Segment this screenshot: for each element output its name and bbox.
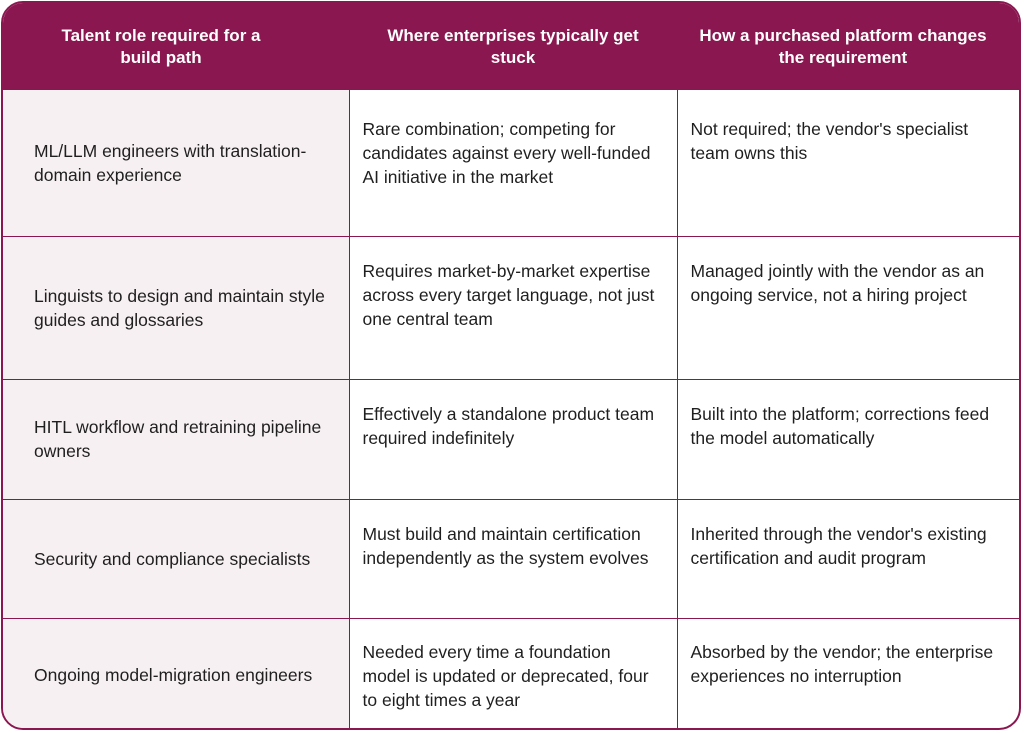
role-text: Linguists to design and maintain style g…	[34, 285, 325, 330]
role-cell: Linguists to design and maintain style g…	[3, 235, 350, 380]
stuck-text: Rare combination; competing for candidat…	[362, 119, 651, 187]
platform-cell: Inherited through the vendor's existing …	[676, 498, 1019, 619]
table-row: Ongoing model-migration engineers Needed…	[3, 617, 1019, 728]
role-cell: Ongoing model-migration engineers	[3, 617, 350, 728]
platform-text: Absorbed by the vendor; the enterprise e…	[690, 641, 994, 686]
table-row: Security and compliance specialists Must…	[3, 498, 1019, 619]
platform-cell: Absorbed by the vendor; the enterprise e…	[676, 617, 1019, 728]
header-row: Talent role required for a build path Wh…	[3, 3, 1019, 90]
table-row: Linguists to design and maintain style g…	[3, 235, 1019, 380]
table-header: Talent role required for a build path Wh…	[3, 3, 1019, 90]
platform-text: Managed jointly with the vendor as an on…	[690, 260, 985, 305]
platform-text: Not required; the vendor's specialist te…	[690, 119, 969, 163]
role-text: HITL workflow and retraining pipeline ow…	[34, 417, 322, 461]
header-talent-role: Talent role required for a build path	[3, 3, 349, 90]
role-cell: ML/LLM engineers with translation-domain…	[3, 90, 350, 237]
table-row: HITL workflow and retraining pipeline ow…	[3, 378, 1019, 500]
header-where-stuck: Where enterprises typically get stuck	[349, 3, 677, 90]
stuck-text: Requires market-by-market expertise acro…	[362, 260, 655, 329]
talent-comparison-table: Talent role required for a build path Wh…	[3, 3, 1019, 728]
stuck-cell: Requires market-by-market expertise acro…	[348, 235, 678, 380]
role-text: Security and compliance specialists	[34, 548, 311, 569]
role-cell: Security and compliance specialists	[3, 498, 350, 619]
platform-cell: Built into the platform; corrections fee…	[676, 378, 1019, 500]
role-cell: HITL workflow and retraining pipeline ow…	[3, 378, 350, 500]
table-body: ML/LLM engineers with translation-domain…	[3, 90, 1019, 728]
platform-cell: Not required; the vendor's specialist te…	[676, 90, 1019, 237]
role-text: Ongoing model-migration engineers	[34, 665, 313, 686]
stuck-text: Must build and maintain certification in…	[362, 523, 649, 568]
role-text: ML/LLM engineers with translation-domain…	[34, 140, 307, 185]
stuck-text: Effectively a standalone product team re…	[362, 403, 655, 448]
platform-text: Built into the platform; corrections fee…	[690, 403, 990, 448]
platform-cell: Managed jointly with the vendor as an on…	[676, 235, 1019, 380]
platform-text: Inherited through the vendor's existing …	[690, 523, 987, 568]
stuck-cell: Must build and maintain certification in…	[348, 498, 678, 619]
table-row: ML/LLM engineers with translation-domain…	[3, 90, 1019, 237]
stuck-cell: Needed every time a foundation model is …	[348, 617, 678, 728]
stuck-cell: Effectively a standalone product team re…	[348, 378, 678, 500]
stuck-text: Needed every time a foundation model is …	[362, 641, 649, 710]
stuck-cell: Rare combination; competing for candidat…	[348, 90, 678, 237]
header-platform-change: How a purchased platform changes the req…	[677, 3, 1019, 90]
